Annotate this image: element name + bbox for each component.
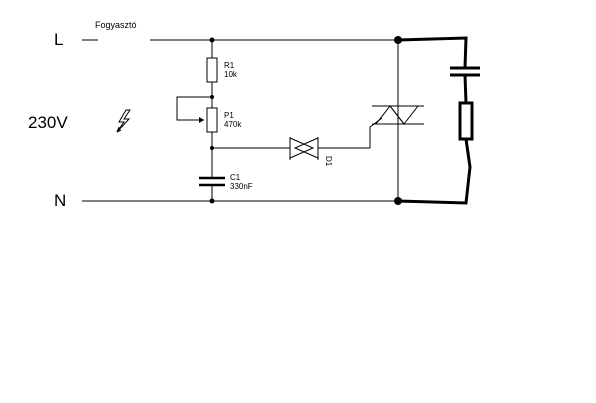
r1-value: 10k: [224, 70, 238, 79]
diac-d1: D1: [212, 137, 370, 167]
capacitor-c1: C1 330nF: [199, 148, 253, 201]
consumer-label: Fogyasztó: [95, 20, 137, 30]
c1-value: 330nF: [230, 182, 253, 191]
rc-branch: [209, 37, 215, 204]
neutral-label: N: [54, 191, 66, 210]
potentiometer-p1: P1 470k: [176, 96, 242, 148]
voltage-label: 230V: [28, 113, 68, 132]
lightning-bolt-icon: [116, 109, 131, 133]
line-label: L: [54, 30, 63, 49]
c1-ref: C1: [230, 173, 241, 182]
p1-value: 470k: [224, 120, 242, 129]
resistor-r1: R1 10k: [206, 57, 238, 99]
p1-ref: P1: [224, 111, 234, 120]
triac: [369, 40, 424, 201]
load-branch: [394, 36, 480, 205]
r1-ref: R1: [224, 61, 235, 70]
d1-ref: D1: [324, 156, 333, 167]
